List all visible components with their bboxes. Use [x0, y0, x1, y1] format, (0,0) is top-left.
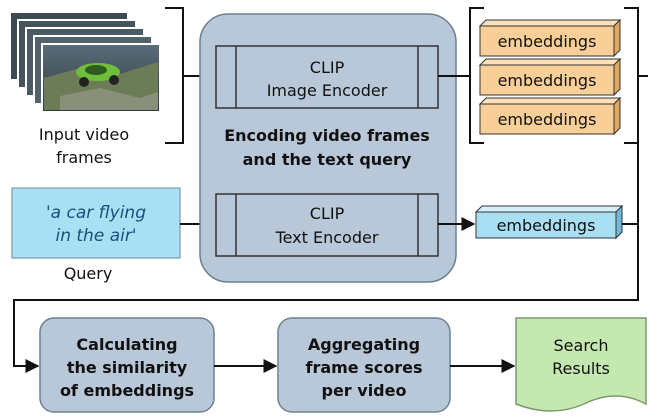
query-text-2: in the air' [55, 226, 136, 246]
image-embeddings-bracket-right [624, 7, 639, 144]
results-label-1: Search [554, 336, 609, 355]
text-encoder-label-2: Text Encoder [275, 228, 379, 247]
clip-image-encoder [215, 45, 439, 109]
aggregate-label-2: frame scores [305, 358, 422, 377]
text-encoder-label: CLIP [310, 204, 345, 223]
image-embedding-label-2: embeddings [498, 71, 597, 90]
query-text: 'a car flying [46, 203, 146, 223]
query-box [11, 187, 181, 259]
image-embedding-3 [478, 96, 622, 136]
similarity-label-1: Calculating [76, 335, 177, 354]
arrow-embeddings-to-similarity [13, 143, 639, 373]
image-embedding-label-1: embeddings [498, 32, 597, 51]
image-encoder-label-2: Image Encoder [267, 81, 388, 100]
aggregate-label-1: Aggregating [308, 335, 420, 354]
query-label: Query [64, 264, 113, 283]
frames-bracket [165, 7, 184, 144]
search-results-document [515, 317, 647, 412]
clip-text-encoder [215, 193, 439, 257]
image-encoder-label: CLIP [310, 58, 345, 77]
encoder-group-title-2: and the text query [243, 150, 412, 169]
video-label-2: frames [56, 148, 112, 167]
image-embedding-1 [478, 18, 622, 58]
video-label: Input video [39, 125, 129, 144]
similarity-label-3: of embeddings [60, 381, 194, 400]
video-frames-stack [9, 11, 161, 113]
aggregate-label-3: per video [322, 381, 407, 400]
image-embedding-2 [478, 57, 622, 97]
text-embedding-label: embeddings [497, 216, 596, 235]
video-frame-image [41, 43, 161, 113]
similarity-label-2: the similarity [67, 358, 188, 377]
image-embedding-label-3: embeddings [498, 110, 597, 129]
results-label-2: Results [552, 359, 610, 378]
image-embeddings-bracket-left [469, 7, 484, 144]
text-embedding [474, 204, 624, 240]
encoder-group-title: Encoding video frames [224, 126, 430, 145]
